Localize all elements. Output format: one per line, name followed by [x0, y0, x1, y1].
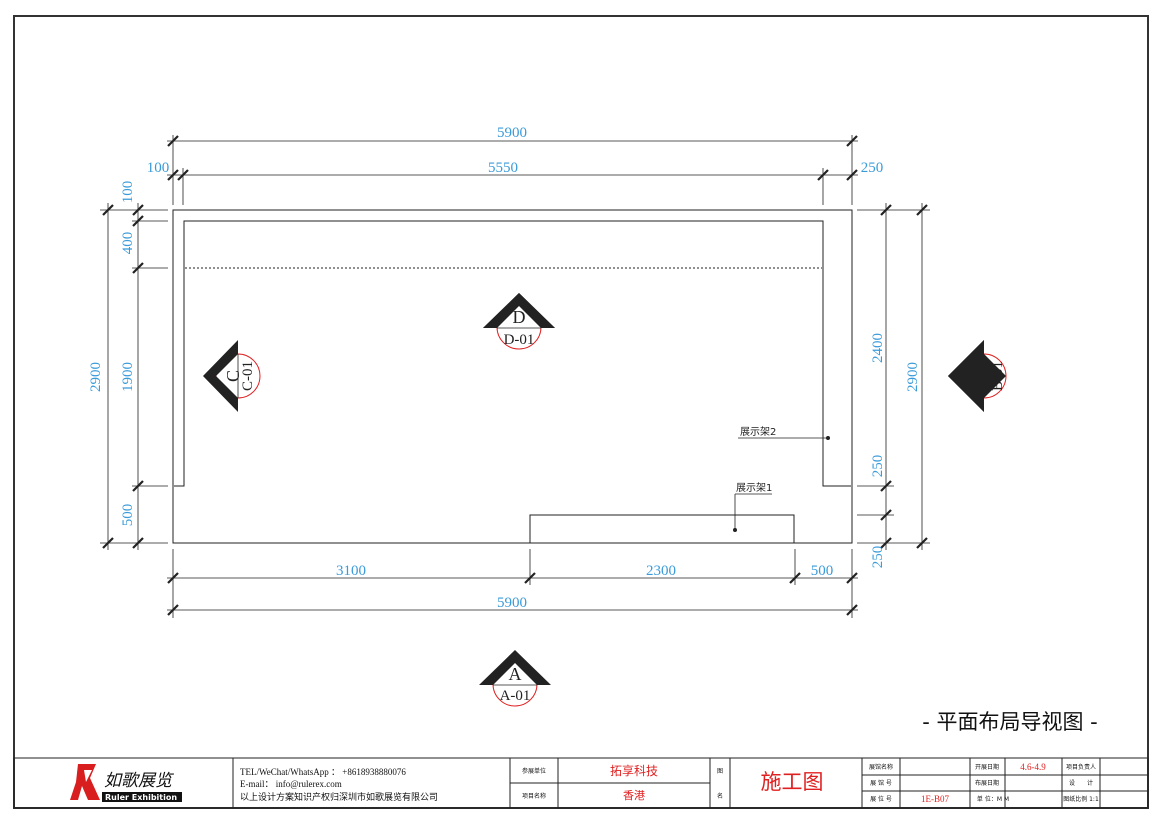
view-marker-a: A A-01 — [479, 650, 551, 707]
contact-email: E-mail： info@rulerex.com — [240, 779, 342, 789]
dim-left-400: 400 — [120, 232, 136, 255]
dim-bottom-2300: 2300 — [646, 563, 676, 579]
view-marker-c-letter: C — [223, 370, 243, 382]
back-wall — [174, 220, 851, 487]
view-marker-c: C C-01 — [203, 340, 261, 412]
dim-top-middle: 5550 — [488, 160, 518, 176]
unit-label: 单 位：M M — [977, 795, 1009, 803]
open-date-label: 开展日期 — [975, 763, 999, 771]
logo-text: 如歌展览 — [104, 771, 175, 790]
dim-left-100: 100 — [120, 181, 136, 204]
hall-no-label: 展 馆 号 — [870, 779, 892, 787]
drawing-label-1: 图 — [717, 768, 723, 775]
dim-right-2400: 2400 — [870, 333, 886, 363]
dim-right-250-a: 250 — [870, 455, 886, 478]
shelf-2-label: 展示架2 — [740, 426, 776, 438]
dim-top-left: 100 — [147, 160, 170, 176]
view-marker-d-code: D-01 — [504, 332, 535, 348]
design-label: 设 计 — [1069, 779, 1093, 787]
dim-bottom-3100: 3100 — [336, 563, 366, 579]
view-marker-d-letter: D — [513, 307, 526, 327]
drawing-name: 施工图 — [761, 770, 824, 794]
dim-bottom-500: 500 — [811, 563, 834, 579]
view-marker-a-letter: A — [509, 664, 522, 684]
booth-no-value: 1E-B07 — [921, 794, 949, 804]
copyright-text: 以上设计方案知识产权归深圳市如歌展览有限公司 — [240, 791, 438, 802]
hall-name-label: 展馆名称 — [869, 763, 893, 771]
manager-label: 项目负责人 — [1066, 763, 1096, 771]
dim-right-250-b: 250 — [870, 546, 886, 569]
company-logo: 如歌展览 Ruler Exhibition — [70, 764, 182, 802]
dim-bottom-total: 5900 — [497, 595, 527, 611]
floor-plan — [172, 209, 853, 544]
exhibitor-label: 参展单位 — [522, 767, 546, 775]
shelf-2-callout: 展示架2 — [738, 426, 830, 440]
logo-subtext: Ruler Exhibition — [105, 793, 177, 802]
scale-label: 图纸比例 1:1 — [1063, 795, 1099, 803]
drawing-label-2: 名 — [717, 792, 723, 800]
dim-top-total: 5900 — [497, 125, 527, 141]
title-block — [13, 757, 1149, 809]
dim-top-right: 250 — [861, 160, 884, 176]
sheet-title: - 平面布局导视图 - — [922, 710, 1098, 734]
contact-tel: TEL/WeChat/WhatsApp ： +8618938880076 — [240, 767, 406, 777]
dim-right-total: 2900 — [905, 362, 921, 392]
dim-top — [167, 135, 858, 205]
shelf-1-callout: 展示架1 — [733, 482, 772, 532]
view-marker-b-letter: B — [966, 370, 986, 382]
view-marker-b-code: B-01 — [990, 361, 1006, 391]
exhibitor-value: 拓享科技 — [610, 763, 658, 778]
project-label: 项目名称 — [522, 792, 546, 800]
dim-right — [857, 203, 930, 550]
view-marker-c-code: C-01 — [240, 361, 256, 391]
display-shelf-1 — [529, 514, 795, 544]
dim-left-total: 2900 — [88, 362, 104, 392]
shelf-1-label: 展示架1 — [736, 482, 772, 494]
open-date-value: 4.6-4.9 — [1020, 762, 1046, 772]
dim-bottom — [167, 549, 858, 618]
view-marker-b: B B-01 — [948, 340, 1007, 412]
setup-date-label: 布展日期 — [975, 779, 999, 787]
dim-left-1900: 1900 — [120, 362, 136, 392]
booth-no-label: 展 位 号 — [870, 795, 892, 803]
booth-outline — [172, 209, 853, 544]
view-marker-d: D D-01 — [483, 293, 555, 350]
project-value: 香港 — [623, 789, 645, 802]
dim-left — [100, 203, 168, 550]
dim-left-500: 500 — [120, 504, 136, 527]
view-marker-a-code: A-01 — [500, 688, 531, 704]
